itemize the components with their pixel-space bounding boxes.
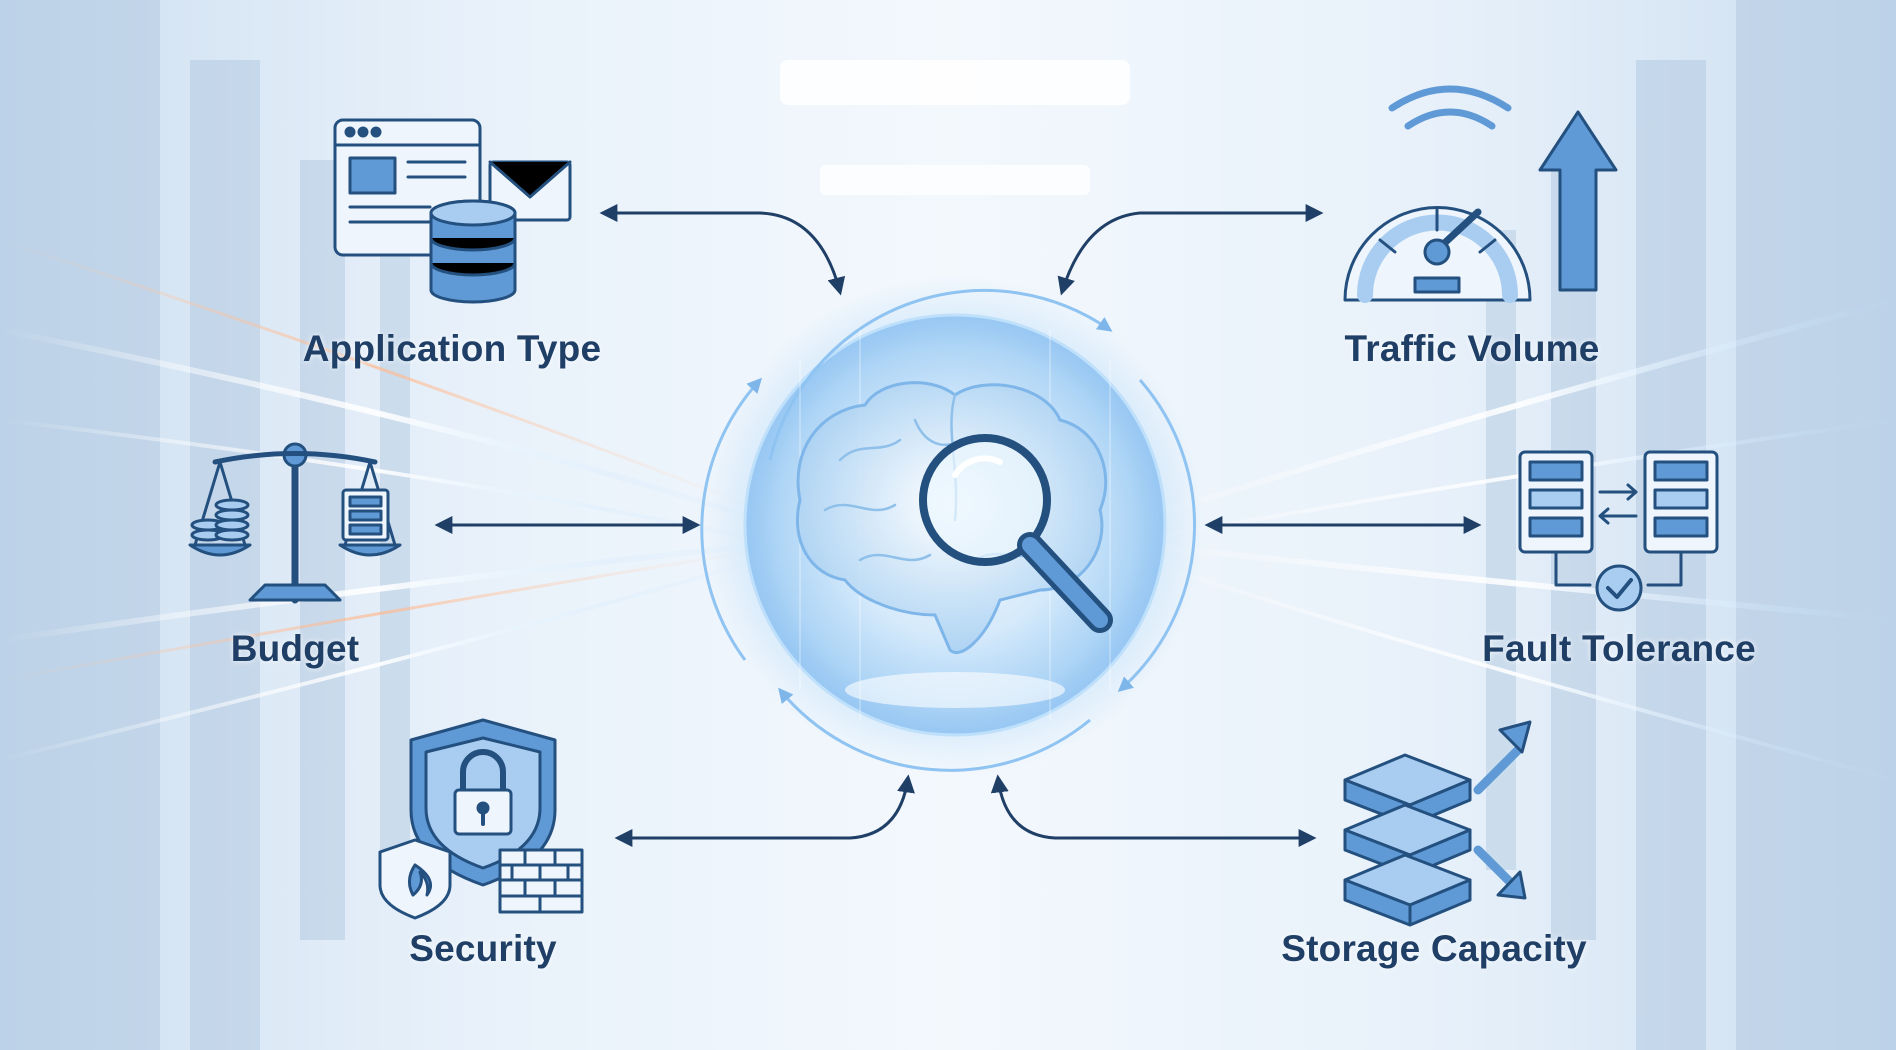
label-storage-capacity: Storage Capacity [1281,928,1587,969]
storage-stack-scale-icon [1343,720,1532,927]
web-app-database-mail-icon [333,118,572,304]
label-budget: Budget [230,628,360,669]
brain-magnifier-icon [795,381,1113,654]
redundant-servers-icon [1518,450,1719,612]
label-security: Security [409,928,557,969]
connectors [434,204,1482,847]
shield-lock-firewall-icon [378,718,584,920]
speedometer-wifi-arrow-icon [1343,85,1618,303]
arrow-traffic-volume [1057,204,1324,296]
label-application-type: Application Type [302,328,602,369]
label-traffic-volume: Traffic Volume [1344,328,1600,369]
arrow-application-type [599,204,846,296]
arrow-storage-capacity [990,774,1317,847]
arrow-security [614,774,915,847]
label-fault-tolerance: Fault Tolerance [1482,628,1756,669]
balance-scale-icon [188,442,402,604]
